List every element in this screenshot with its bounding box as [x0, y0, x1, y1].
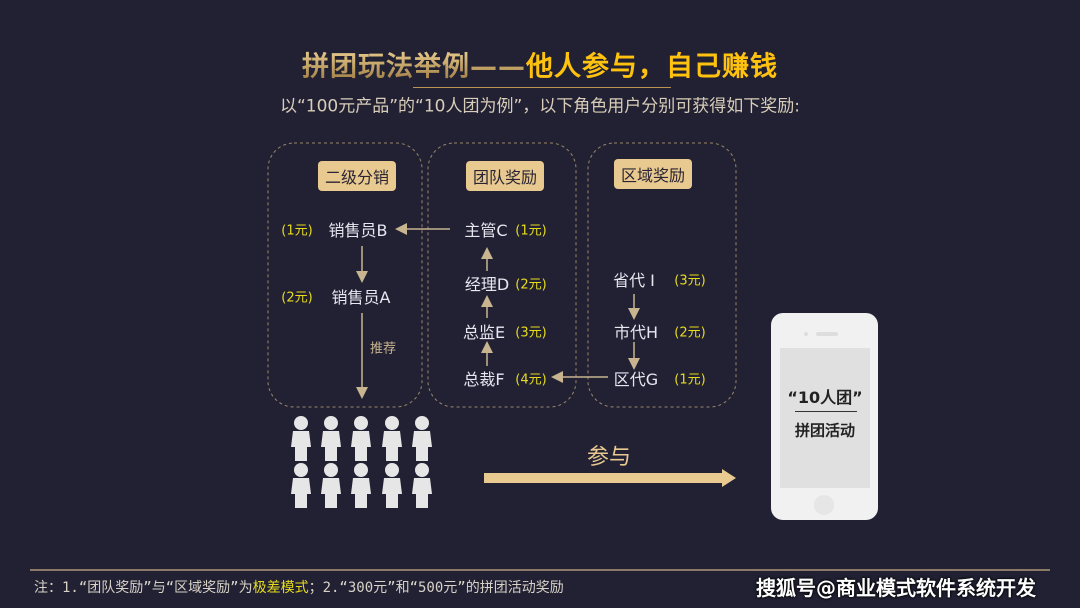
node-manager-d: 经理D: [464, 275, 510, 294]
node-president-f: 总裁F: [463, 370, 505, 389]
phone-text-group: “10人团”: [787, 388, 863, 407]
node-salesperson-b: 销售员B: [328, 221, 388, 240]
phone-illustration: “10人团” 拼团活动: [771, 313, 878, 520]
person-icon: [291, 416, 311, 461]
amount-a: (2元): [281, 290, 313, 306]
node-director-e: 总监E: [462, 323, 506, 342]
person-icon: [412, 463, 432, 508]
node-salesperson-a: 销售员A: [331, 288, 391, 307]
join-arrow: [484, 469, 736, 487]
node-supervisor-c: 主管C: [464, 221, 508, 240]
footnote: 注：1.“团队奖励”与“区域奖励”为极差模式；2.“300元”和“500元”的拼…: [34, 580, 564, 596]
node-district-g: 区代G: [613, 370, 659, 389]
label-region-reward: 区域奖励: [613, 159, 693, 189]
node-city-h: 市代H: [613, 323, 659, 342]
recommend-label: 推荐: [369, 341, 397, 357]
title-underline: [413, 87, 671, 88]
box-secondary-distribution: [267, 142, 423, 408]
person-icon: [321, 463, 341, 508]
label-secondary-distribution: 二级分销: [317, 161, 397, 191]
amount-c: (1元): [515, 223, 547, 239]
phone-speaker: [816, 332, 838, 336]
box-region-reward: [587, 142, 737, 408]
person-icon: [351, 463, 371, 508]
subtitle: 以“100元产品”的“10人团为例”，以下角色用户分别可获得如下奖励:: [279, 96, 801, 117]
person-icon: [412, 416, 432, 461]
amount-h: (2元): [674, 325, 706, 341]
amount-d: (2元): [515, 277, 547, 293]
watermark: 搜狐号@商业模式软件系统开发: [756, 576, 1036, 600]
amount-g: (1元): [674, 372, 706, 388]
phone-divider: [795, 411, 857, 412]
label-team-reward: 团队奖励: [465, 161, 545, 191]
page-title: 拼团玩法举例——他人参与，自己赚钱: [302, 51, 778, 83]
box-team-reward: [427, 142, 577, 408]
join-label: 参与: [586, 445, 632, 470]
person-icon: [321, 416, 341, 461]
phone-text-activity: 拼团活动: [794, 421, 856, 440]
node-province-i: 省代 I: [613, 271, 655, 290]
person-icon: [382, 463, 402, 508]
phone-home-button: [814, 495, 834, 515]
footer-divider: [30, 569, 1050, 571]
amount-e: (3元): [515, 325, 547, 341]
member-group: [291, 416, 432, 508]
amount-b: (1元): [281, 223, 313, 239]
person-icon: [351, 416, 371, 461]
phone-camera: [804, 332, 808, 336]
person-icon: [382, 416, 402, 461]
phone-screen: “10人团” 拼团活动: [780, 348, 870, 488]
amount-i: (3元): [674, 273, 706, 289]
amount-f: (4元): [515, 372, 547, 388]
person-icon: [291, 463, 311, 508]
